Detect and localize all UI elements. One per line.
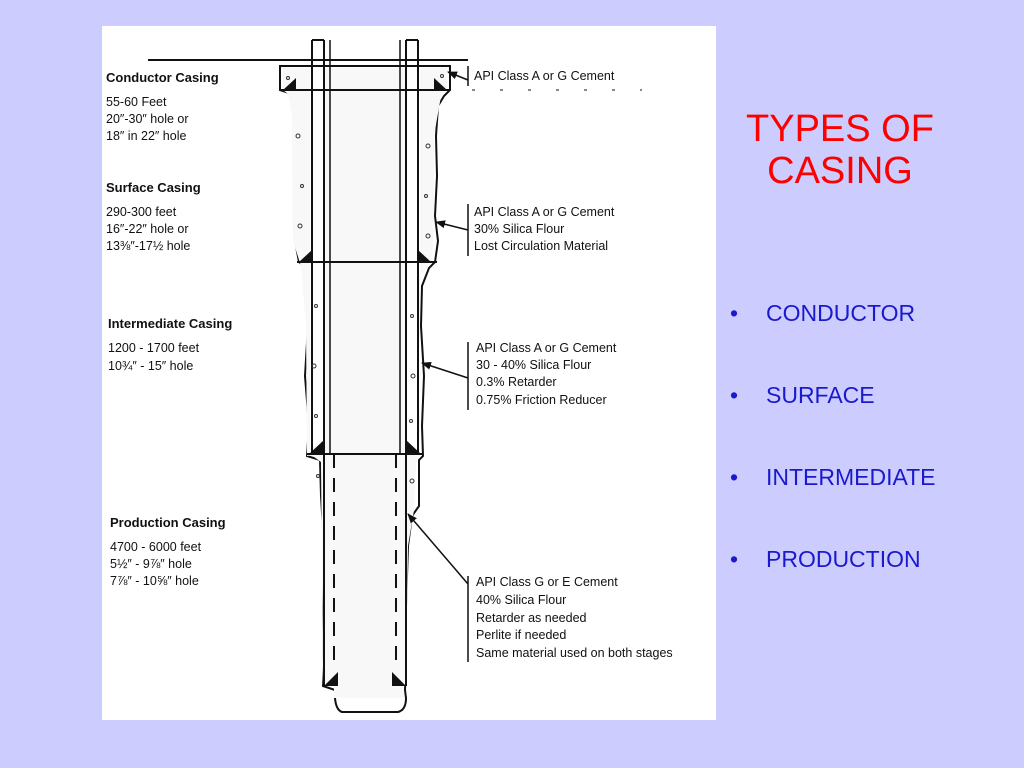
arrow-conductor-cement [447, 71, 469, 81]
svg-text:55-60 Feet: 55-60 Feet [106, 95, 167, 109]
bullet-icon: • [730, 546, 739, 572]
casing-shoe-lines [280, 89, 450, 455]
svg-text:30 - 40% Silica Flour: 30 - 40% Silica Flour [476, 358, 591, 372]
arrow-surface-cement [435, 220, 469, 231]
svg-text:API Class A or G Cement: API Class A or G Cement [474, 205, 615, 219]
conductor-casing-label: Conductor Casing 55-60 Feet 20″-30″ hole… [106, 70, 219, 143]
svg-text:Retarder as needed: Retarder as needed [476, 611, 587, 625]
cement-speckles [286, 74, 444, 484]
conductor-casing-walls [311, 39, 419, 454]
svg-text:5½″ - 9⅞″ hole: 5½″ - 9⅞″ hole [110, 557, 192, 571]
arrow-production-cement [407, 513, 469, 585]
svg-text:Lost Circulation Material: Lost Circulation Material [474, 239, 608, 253]
svg-text:0.3% Retarder: 0.3% Retarder [476, 375, 557, 389]
casing-diagram: Conductor Casing 55-60 Feet 20″-30″ hole… [102, 26, 716, 720]
svg-text:API Class A or G Cement: API Class A or G Cement [474, 69, 615, 83]
surface-casing-label: Surface Casing 290-300 feet 16″-22″ hole… [106, 180, 201, 253]
svg-text:1200 - 1700 feet: 1200 - 1700 feet [108, 341, 200, 355]
svg-text:Perlite if needed: Perlite if needed [476, 628, 566, 642]
svg-text:10¾″ - 15″ hole: 10¾″ - 15″ hole [108, 359, 193, 373]
bullet-icon: • [730, 382, 739, 408]
svg-text:Same material used on both sta: Same material used on both stages [476, 646, 673, 660]
slide-title-line-2: CASING [767, 150, 913, 192]
svg-text:Surface Casing: Surface Casing [106, 180, 201, 195]
slide-title: TYPES OF CASING [720, 108, 960, 192]
bullet-icon: • [730, 300, 739, 326]
svg-text:Intermediate Casing: Intermediate Casing [108, 316, 232, 331]
bullet-icon: • [730, 464, 739, 490]
svg-text:API Class G or E Cement: API Class G or E Cement [476, 575, 618, 589]
bullet-text-conductor: CONDUCTOR [766, 300, 916, 326]
svg-text:290-300 feet: 290-300 feet [106, 205, 177, 219]
surface-cement-label: API Class A or G Cement 30% Silica Flour… [474, 205, 615, 253]
svg-text:20″-30″ hole or: 20″-30″ hole or [106, 112, 189, 126]
bullet-text-intermediate: INTERMEDIATE [766, 464, 936, 490]
svg-text:Production Casing: Production Casing [110, 515, 226, 530]
intermediate-casing-label: Intermediate Casing 1200 - 1700 feet 10¾… [108, 316, 232, 373]
casing-shoes [283, 78, 447, 686]
inner-casing-walls [323, 40, 407, 686]
casing-diagram-svg: Conductor Casing 55-60 Feet 20″-30″ hole… [106, 39, 673, 713]
svg-text:18″ in 22″ hole: 18″ in 22″ hole [106, 129, 186, 143]
svg-text:API Class A or G Cement: API Class A or G Cement [476, 341, 617, 355]
slide-title-line-1: TYPES OF [746, 108, 934, 150]
svg-text:Conductor Casing: Conductor Casing [106, 70, 219, 85]
svg-text:13⅜″-17½ hole: 13⅜″-17½ hole [106, 239, 190, 253]
intermediate-cement-label: API Class A or G Cement 30 - 40% Silica … [476, 341, 617, 407]
conductor-cement-label: API Class A or G Cement [474, 69, 615, 83]
svg-text:0.75% Friction Reducer: 0.75% Friction Reducer [476, 393, 607, 407]
svg-text:7⅞″ - 10⅝″ hole: 7⅞″ - 10⅝″ hole [110, 574, 199, 588]
svg-text:16″-22″ hole or: 16″-22″ hole or [106, 222, 189, 236]
svg-text:30% Silica Flour: 30% Silica Flour [474, 222, 564, 236]
svg-text:40% Silica Flour: 40% Silica Flour [476, 593, 566, 607]
bullet-text-surface: SURFACE [766, 382, 875, 408]
production-cement-label: API Class G or E Cement 40% Silica Flour… [476, 575, 673, 660]
bullet-text-production: PRODUCTION [766, 546, 921, 572]
arrow-intermediate-cement [421, 361, 469, 379]
svg-text:4700 - 6000 feet: 4700 - 6000 feet [110, 540, 202, 554]
production-casing-label: Production Casing 4700 - 6000 feet 5½″ -… [110, 515, 226, 588]
